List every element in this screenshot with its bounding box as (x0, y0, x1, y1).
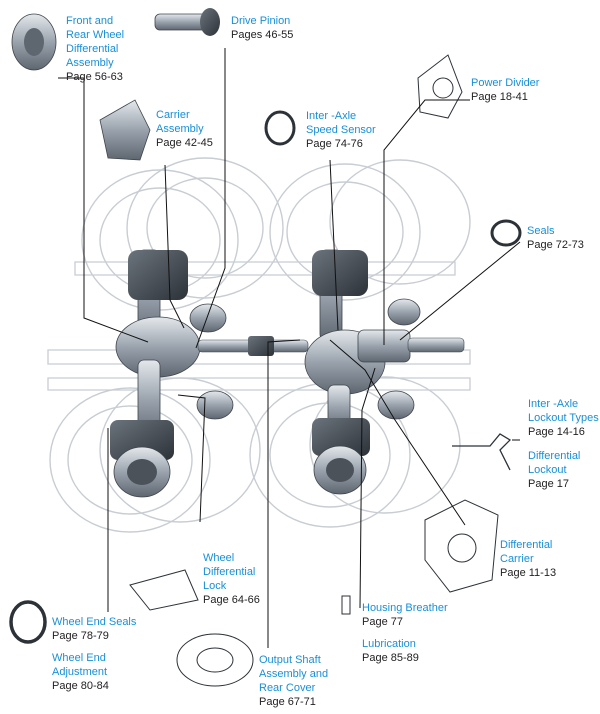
callout-speed-sensor[interactable]: Inter -Axle Speed Sensor Page 74-76 (306, 109, 376, 151)
callout-page: Page 72-73 (527, 239, 584, 251)
callout-title: Inter -Axle Lockout Types (528, 398, 599, 424)
power-divider-thumbnail (417, 54, 463, 119)
callout-page: Page 78-79 (52, 630, 109, 642)
wheel-end-seal-thumbnail (9, 600, 47, 644)
callout-page: Page 42-45 (156, 137, 213, 149)
housing-breather-thumbnail (341, 595, 351, 615)
callout-title: Wheel Differential Lock (203, 552, 256, 592)
front-rear-diff-thumbnail (11, 13, 57, 71)
callout-wheel-end-adjustment[interactable]: Wheel End Adjustment Page 80-84 (52, 651, 109, 693)
callout-page: Page 14-16 (528, 426, 585, 438)
ghost-frame-rails (47, 261, 471, 391)
callout-title: Housing Breather (362, 602, 448, 614)
callout-title: Drive Pinion (231, 15, 291, 27)
callout-page: Page 85-89 (362, 652, 419, 664)
callout-title: Front and Rear Wheel Differential Assemb… (66, 15, 125, 69)
callout-diff-carrier[interactable]: Differential Carrier Page 11-13 (500, 538, 556, 580)
callout-page: Page 74-76 (306, 138, 363, 150)
differential-carrier-thumbnail (424, 499, 499, 593)
rear-axle (304, 249, 465, 495)
callout-seals[interactable]: Seals Page 72-73 (527, 224, 584, 252)
callout-page: Page 67-71 (259, 696, 316, 708)
callout-page: Page 17 (528, 478, 569, 490)
wheel-diff-lock-thumbnail (129, 569, 199, 611)
output-shaft-thumbnail (176, 633, 254, 687)
forward-axle (110, 249, 234, 498)
callout-output-shaft[interactable]: Output Shaft Assembly and Rear Cover Pag… (259, 653, 328, 709)
callout-title: Output Shaft Assembly and Rear Cover (259, 654, 329, 694)
callout-title: Lubrication (362, 638, 416, 650)
callout-title: Wheel End Seals (52, 616, 137, 628)
callout-diff-lockout[interactable]: Differential Lockout Page 17 (528, 449, 580, 491)
callout-page: Pages 46-55 (231, 29, 294, 41)
seals-thumbnail (490, 219, 522, 247)
callout-title: Differential Lockout (528, 450, 581, 476)
lockout-fork-thumbnail (452, 433, 512, 471)
callout-page: Page 11-13 (500, 567, 557, 579)
callout-wheel-end-seals[interactable]: Wheel End Seals Page 78-79 (52, 615, 136, 643)
callout-page: Page 80-84 (52, 680, 109, 692)
callout-lockout-types[interactable]: Inter -Axle Lockout Types Page 14-16 (528, 397, 599, 439)
callout-housing-breather[interactable]: Housing Breather Page 77 (362, 601, 448, 629)
callout-title: Carrier Assembly (156, 109, 204, 135)
drive-pinion-thumbnail (154, 8, 220, 36)
callout-page: Page 56-63 (66, 71, 123, 83)
callout-wheel-diff-lock[interactable]: Wheel Differential Lock Page 64-66 (203, 551, 260, 607)
speed-sensor-thumbnail (264, 110, 296, 146)
leader-lines (58, 48, 521, 648)
callout-power-divider[interactable]: Power Divider Page 18-41 (471, 76, 539, 104)
carrier-assembly-thumbnail (99, 99, 151, 161)
callout-front-rear-diff[interactable]: Front and Rear Wheel Differential Assemb… (66, 14, 124, 84)
callout-page: Page 64-66 (203, 594, 260, 606)
callout-title: Differential Carrier (500, 539, 553, 565)
callout-title: Power Divider (471, 77, 540, 89)
callout-page: Page 77 (362, 616, 403, 628)
inter-axle-driveshaft (197, 336, 309, 356)
callout-lubrication[interactable]: Lubrication Page 85-89 (362, 637, 419, 665)
callout-title: Wheel End Adjustment (52, 652, 108, 678)
callout-drive-pinion[interactable]: Drive Pinion Pages 46-55 (231, 14, 293, 42)
callout-title: Inter -Axle Speed Sensor (306, 110, 376, 136)
callout-page: Page 18-41 (471, 91, 528, 103)
callout-carrier-assembly[interactable]: Carrier Assembly Page 42-45 (156, 108, 213, 150)
callout-title: Seals (527, 225, 555, 237)
